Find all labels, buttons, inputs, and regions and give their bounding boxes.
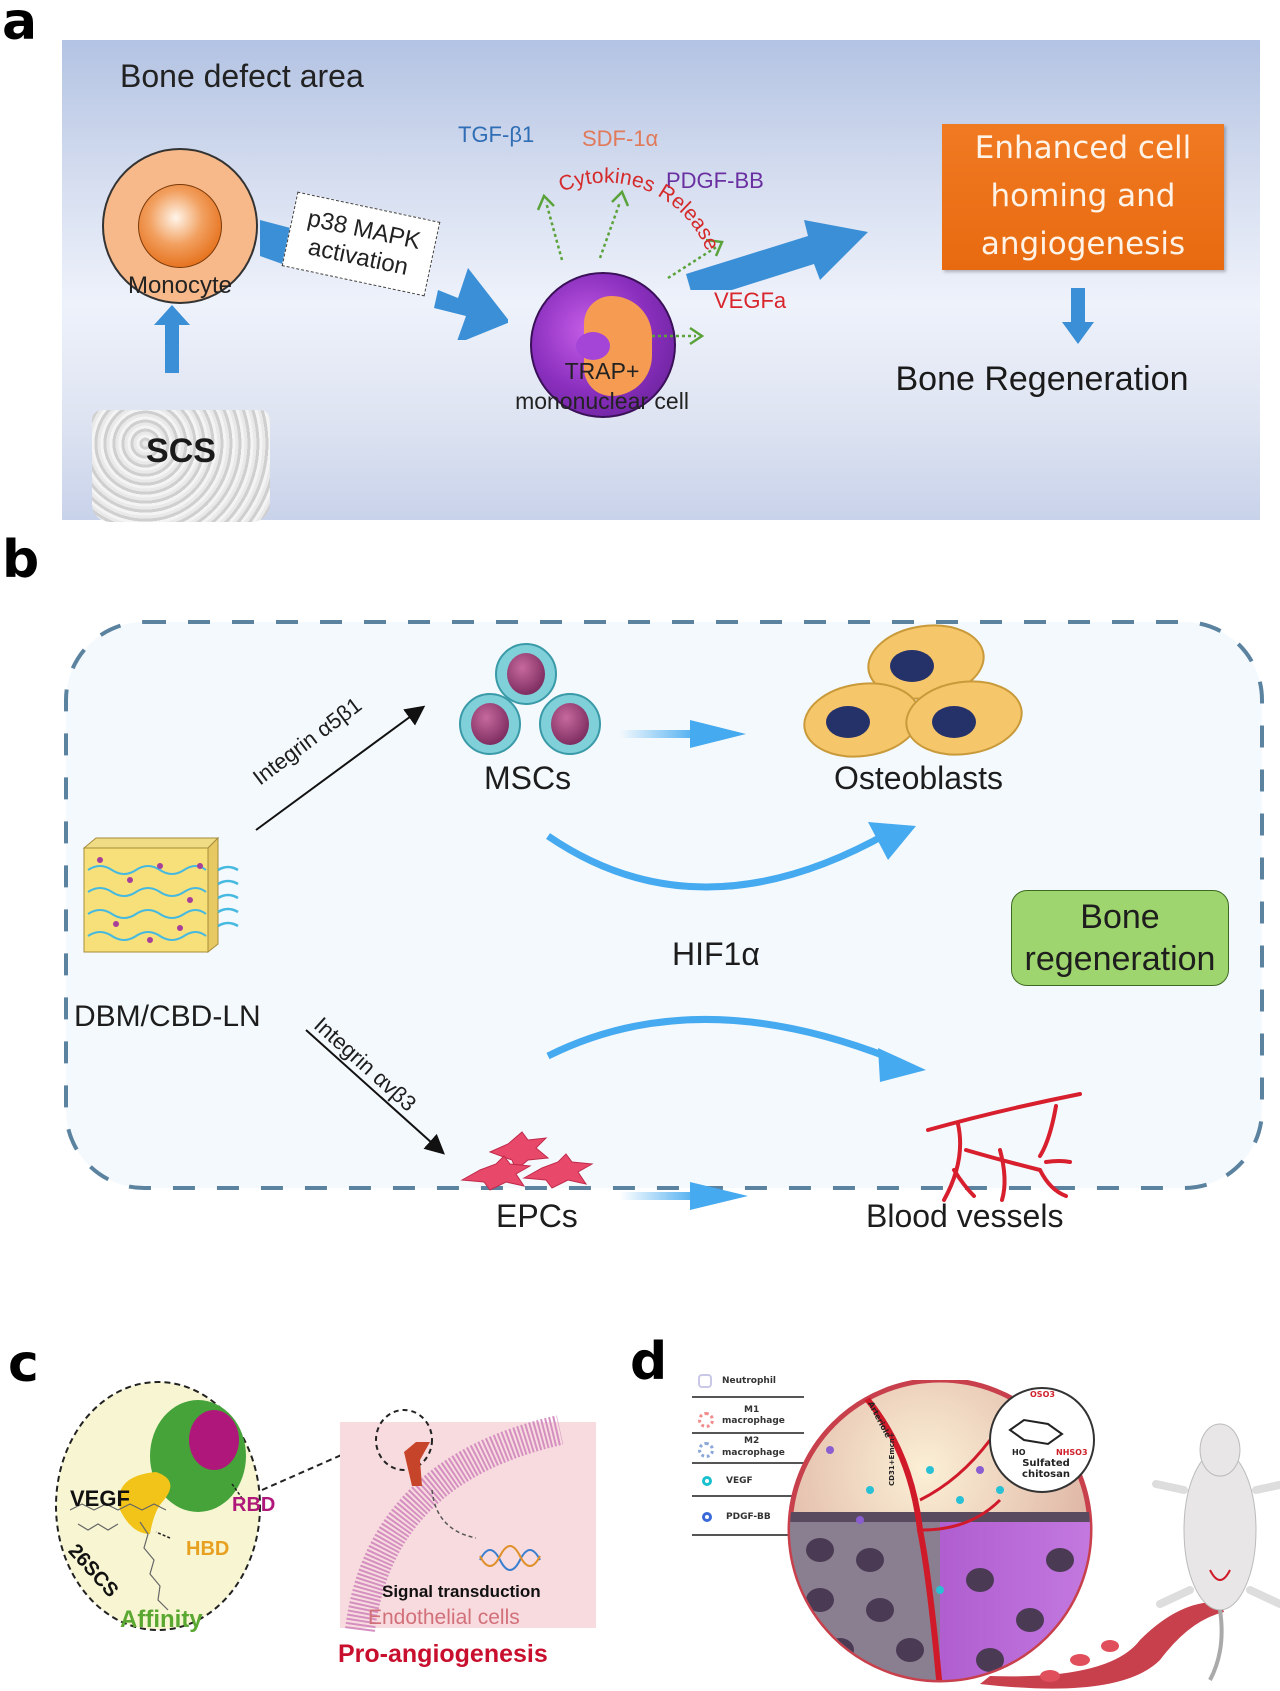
enhanced-line2: homing and: [990, 178, 1176, 214]
cytokine-sdf-1alpha: SDF-1α: [582, 126, 659, 151]
msc-cells-icon: [459, 643, 601, 755]
pro-angiogenesis-label: Pro-angiogenesis: [338, 1640, 548, 1668]
cytokine-arrows: [536, 189, 724, 346]
outcome-arrow-icon: [686, 220, 868, 290]
26scs-polymer-icon: [69, 1503, 169, 1611]
cd31-emcn-label: CD31+Emcn+: [888, 1432, 896, 1486]
rbd-domain-icon: [189, 1410, 239, 1470]
receptor-zoom-circle: [375, 1409, 433, 1471]
epcs-label: EPCs: [496, 1198, 578, 1234]
vegf-label: VEGF: [70, 1486, 130, 1511]
msc-to-osteoblast-arrow: [620, 720, 746, 748]
cytokines-release-label: Cytokines Release: [556, 165, 724, 254]
mscs-label: MSCs: [484, 760, 572, 796]
neutrophil-icon: [698, 1374, 712, 1388]
chem-ho: HO: [1012, 1448, 1026, 1457]
legend-m2-macrophage: macrophage: [722, 1448, 785, 1458]
legend-pdgf-bb: PDGF-BB: [726, 1512, 771, 1522]
legend-m1: M1: [744, 1405, 760, 1415]
cytokine-vegfa: VEGFa: [714, 288, 787, 313]
enhanced-line3: angiogenesis: [980, 226, 1186, 262]
m1-macrophage-icon: [698, 1412, 714, 1428]
dbm-cbd-ln-scaffold-icon: [82, 836, 239, 954]
dbm-cbd-ln-label: DBM/CBD-LN: [74, 1000, 261, 1033]
blood-vessels-label: Blood vessels: [866, 1198, 1064, 1234]
panel-c-graphics: [55, 1381, 596, 1632]
integrin-a5b1-label: Integrin α5β1: [248, 692, 367, 790]
pdgf-dot-icon: [702, 1512, 712, 1522]
blood-vessels-icon: [926, 1092, 1082, 1202]
mouse-icon: [1152, 1423, 1280, 1681]
chem-oso3: OSO3: [1030, 1390, 1055, 1399]
chem-nhso3: NHSO3: [1056, 1448, 1088, 1457]
arteriole-icon: [847, 1380, 943, 1680]
monocyte-label: Monocyte: [127, 272, 233, 299]
cytokine-tgf-beta1: TGF-β1: [458, 122, 535, 147]
arrowhead-tgf: [536, 193, 555, 211]
osteoblasts-label: Osteoblasts: [834, 760, 1003, 796]
legend-divider: [692, 1462, 804, 1464]
legend-divider: [692, 1432, 804, 1434]
dna-icon: [479, 1545, 541, 1571]
cell-membrane-icon: [345, 1415, 564, 1632]
up-arrow-icon: [154, 305, 190, 373]
epc-cells-icon: [460, 1131, 594, 1191]
panel-b-letter: b: [2, 530, 40, 590]
epc-to-vessel-arrow: [620, 1182, 748, 1210]
scs-label: SCS: [146, 432, 216, 470]
hif-upper-curve-arrow: [546, 828, 892, 891]
trap-cell-label-line2: mononuclear cell: [515, 388, 689, 414]
panel-d-graphics: [787, 1380, 1280, 1689]
sulfated-line2: chitosan: [1022, 1469, 1070, 1480]
hbd-label: HBD: [186, 1538, 230, 1560]
down-arrow-icon: [1062, 288, 1094, 344]
bone-defect-area-title: Bone defect area: [120, 58, 364, 94]
signal-transduction-label: Signal transduction: [382, 1582, 541, 1601]
legend-divider: [692, 1396, 804, 1398]
sulfated-line1: Sulfated: [1022, 1458, 1070, 1469]
endothelial-cells-label: Endothelial cells: [368, 1606, 520, 1629]
panel-a: Bone defect area Monocyte SCS p38 MAPK a…: [62, 40, 1260, 522]
receptor-icon: [404, 1442, 430, 1486]
scs-scaffold-icon: [92, 410, 270, 522]
legend-m2: M2: [744, 1436, 760, 1446]
hbd-domain-icon: [118, 1472, 171, 1534]
bone-regen-line1: Bone: [1080, 898, 1160, 936]
hif-lower-curve-arrow: [546, 1016, 902, 1066]
blood-spiral-icon: [980, 1601, 1224, 1689]
trap-cell-label-line1: TRAP+: [564, 358, 640, 384]
enhanced-line1: Enhanced cell: [974, 130, 1192, 166]
integrin-avb3-label: Integrin αvβ3: [309, 1012, 422, 1117]
m2-macrophage-icon: [698, 1442, 714, 1458]
legend-divider: [692, 1495, 804, 1497]
monocyte-icon: [102, 148, 258, 304]
hif1a-label: HIF1α: [672, 936, 760, 972]
bone-regen-line2: regeneration: [1024, 940, 1216, 978]
panel-c-letter: c: [8, 1334, 39, 1394]
bone-regeneration-box: Bone regeneration: [1011, 890, 1229, 986]
affinity-label: Affinity: [120, 1606, 203, 1633]
vegf-dot-icon: [702, 1476, 712, 1486]
cytokine-pdgf-bb: PDGF-BB: [666, 168, 764, 193]
bone-regeneration-label: Bone Regeneration: [895, 360, 1189, 398]
legend-neutrophil: Neutrophil: [722, 1376, 776, 1386]
sulfated-chitosan-label: Sulfated chitosan: [1016, 1458, 1076, 1480]
panel-a-letter: a: [2, 0, 38, 52]
legend-divider: [692, 1534, 804, 1536]
legend-vegf: VEGF: [726, 1476, 753, 1486]
panel-d-letter: d: [630, 1332, 668, 1392]
legend-m1-macrophage: macrophage: [722, 1416, 785, 1426]
sulfated-chitosan-circle: [989, 1387, 1095, 1493]
osteoblast-cells-icon: [803, 624, 1023, 758]
trap-cell-icon: [530, 272, 676, 418]
enhanced-cell-homing-box: Enhanced cell homing and angiogenesis: [942, 124, 1224, 270]
rbd-label: RBD: [232, 1494, 276, 1516]
